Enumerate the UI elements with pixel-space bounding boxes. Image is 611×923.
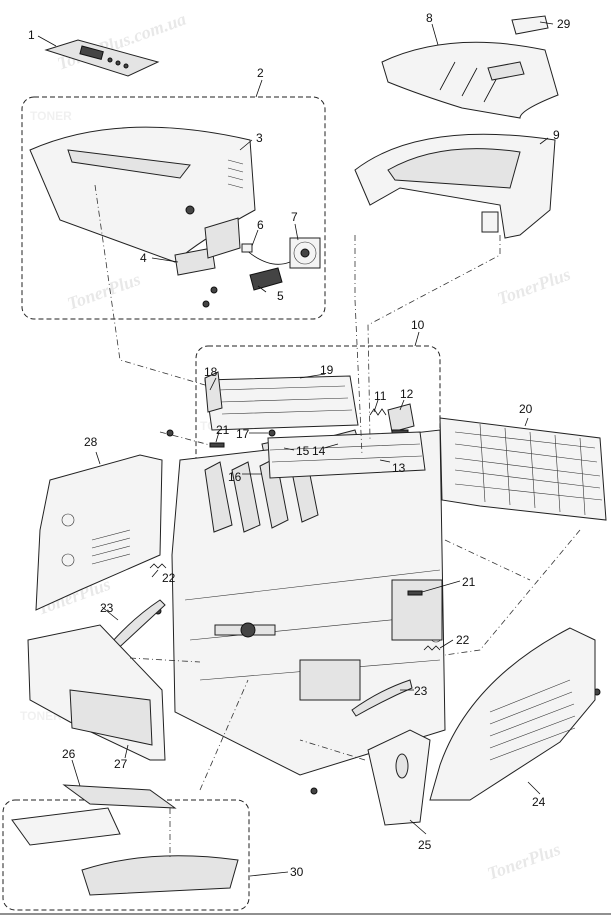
callout-15: 15 (296, 444, 310, 458)
part-23-link-left (104, 599, 166, 657)
part-7-fan (289, 237, 321, 269)
callout-2: 2 (257, 66, 264, 80)
part-21-pin-left (209, 442, 225, 448)
part-9-frame (354, 133, 556, 239)
group-box-30 (2, 799, 250, 911)
part-3-top-cover (29, 126, 256, 263)
part-19-guide-assembly (204, 371, 359, 431)
callout-23-left: 23 (100, 601, 114, 615)
callout-24: 24 (532, 795, 546, 809)
group-box-10 (195, 345, 441, 499)
callout-5: 5 (277, 289, 284, 303)
part-8-top-cover (381, 41, 559, 119)
part-25-front-panel (367, 729, 431, 826)
callout-26: 26 (62, 747, 76, 761)
part-30-tray (11, 807, 239, 896)
callout-8: 8 (426, 11, 433, 25)
callout-22-right: 22 (456, 633, 470, 647)
callout-29: 29 (557, 17, 571, 31)
callout-7: 7 (291, 210, 298, 224)
callout-labels: 1 2 3 4 5 6 7 8 9 10 11 12 13 14 15 16 1… (28, 11, 571, 879)
part-21-pin-right (407, 590, 423, 596)
watermark-site: TonerPlus (485, 839, 564, 884)
callout-21-right: 21 (462, 575, 476, 589)
part-5-connector (249, 267, 283, 291)
callout-3: 3 (256, 131, 263, 145)
callout-21-left: 21 (216, 423, 230, 437)
part-22-spring-right (423, 645, 441, 651)
callout-17: 17 (236, 427, 250, 441)
callout-20: 20 (519, 402, 533, 416)
part-4-bracket (174, 217, 241, 276)
part-28-left-cover (35, 454, 163, 611)
callout-22-left: 22 (162, 571, 176, 585)
callout-11: 11 (374, 389, 387, 403)
callout-9: 9 (553, 128, 560, 142)
part-27-front-door (27, 624, 166, 761)
assembly-lines (94, 184, 581, 860)
part-26-handle (62, 784, 177, 809)
callout-16: 16 (228, 470, 242, 484)
part-11-spring (369, 408, 387, 416)
callout-28: 28 (84, 435, 98, 449)
printer-main-body (171, 429, 446, 776)
part-17-screw (268, 429, 276, 437)
transfer-roller (214, 622, 276, 638)
callout-4: 4 (140, 251, 147, 265)
group-box-2 (21, 96, 326, 320)
callout-12: 12 (400, 387, 414, 401)
callout-10: 10 (411, 318, 425, 332)
callout-19: 19 (320, 363, 334, 377)
callout-13: 13 (392, 461, 406, 475)
part-24-right-cover (429, 627, 596, 801)
callout-18: 18 (204, 365, 218, 379)
callout-1: 1 (28, 28, 35, 42)
callout-27: 27 (114, 757, 128, 771)
callout-23-right: 23 (414, 684, 428, 698)
part-23-link-right (351, 679, 413, 717)
part-22-spring-left (149, 563, 167, 569)
callout-30: 30 (290, 865, 304, 879)
callout-6: 6 (257, 218, 264, 232)
part-1-operator-panel (44, 39, 160, 77)
watermark-brand: TONER (30, 109, 72, 123)
callout-14: 14 (312, 444, 326, 458)
watermark-site: TonerPlus (65, 269, 144, 314)
part-6-cable (241, 243, 291, 265)
watermark-brand: TONER (20, 709, 62, 723)
part-20-rear-cover (439, 417, 607, 521)
callout-25: 25 (418, 838, 432, 852)
watermark-site: TonerPlus (495, 264, 574, 309)
part-29-flap (511, 15, 549, 35)
leader-lines (37, 21, 554, 877)
